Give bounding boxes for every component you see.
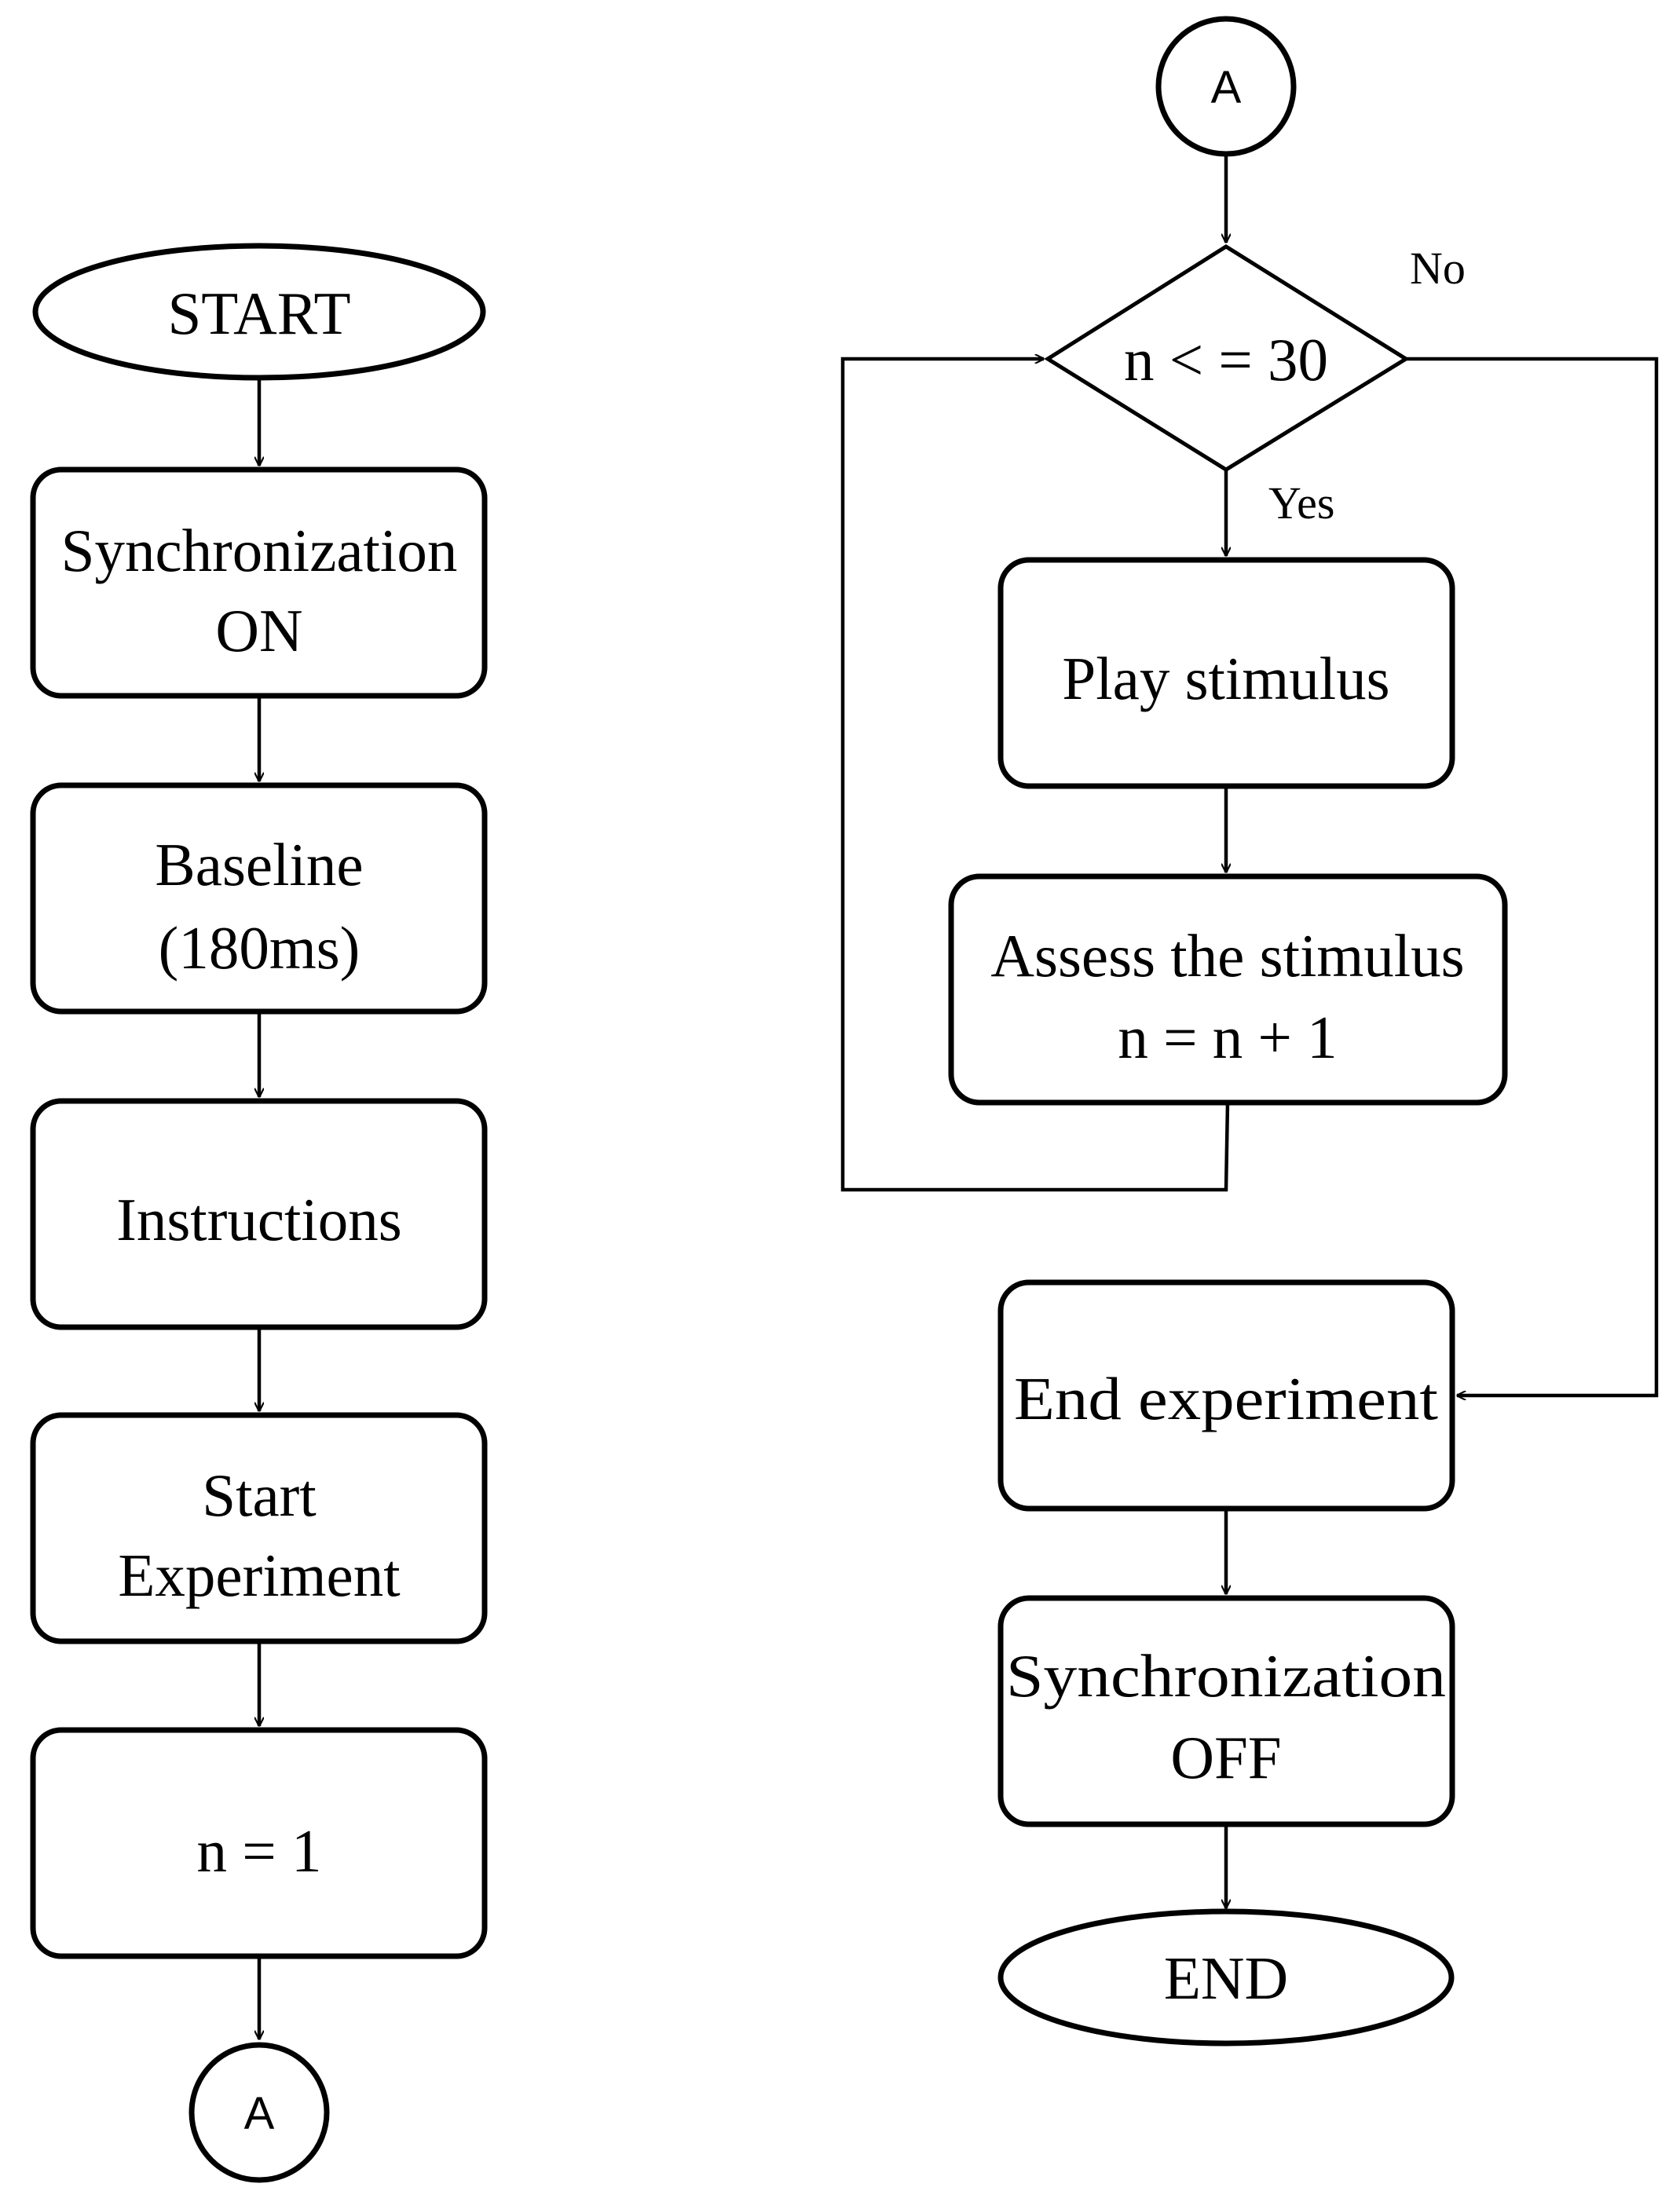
assess-label-line1: Assess the stimulus: [990, 922, 1464, 989]
instructions-label: Instructions: [116, 1186, 402, 1253]
edge-decision-no: [1406, 357, 1659, 1395]
yes-label: Yes: [1268, 477, 1334, 529]
sync-on-label-line2: ON: [215, 597, 302, 664]
play-stimulus-label: Play stimulus: [1062, 645, 1389, 712]
baseline-label-line2: (180ms): [159, 914, 361, 982]
baseline-label-line1: Baseline: [155, 831, 363, 898]
end-label: END: [1164, 1944, 1288, 2012]
assess-label-line2: n = n + 1: [1118, 1004, 1337, 1071]
sync-off-label-line2: OFF: [1170, 1724, 1281, 1791]
connector-in-label: A: [1211, 62, 1242, 113]
n-init-label: n = 1: [197, 1817, 322, 1885]
decision-label: n < = 30: [1124, 326, 1328, 393]
connector-out-label: A: [244, 2088, 275, 2139]
sync-on-label-line1: Synchronization: [61, 517, 458, 584]
start-label: START: [167, 280, 350, 347]
connector-out-circle: [188, 2042, 330, 2183]
end-experiment-label: End experiment: [1014, 1365, 1438, 1432]
assess-box: [948, 873, 1508, 1106]
no-label: No: [1410, 243, 1466, 294]
sync-off-label-line1: Synchronization: [1006, 1642, 1446, 1710]
start-experiment-label-line2: Experiment: [118, 1542, 400, 1609]
start-experiment-label-line1: Start: [202, 1461, 316, 1529]
edge-loop-back: [840, 359, 1230, 1192]
end-terminal: [997, 1908, 1455, 2047]
